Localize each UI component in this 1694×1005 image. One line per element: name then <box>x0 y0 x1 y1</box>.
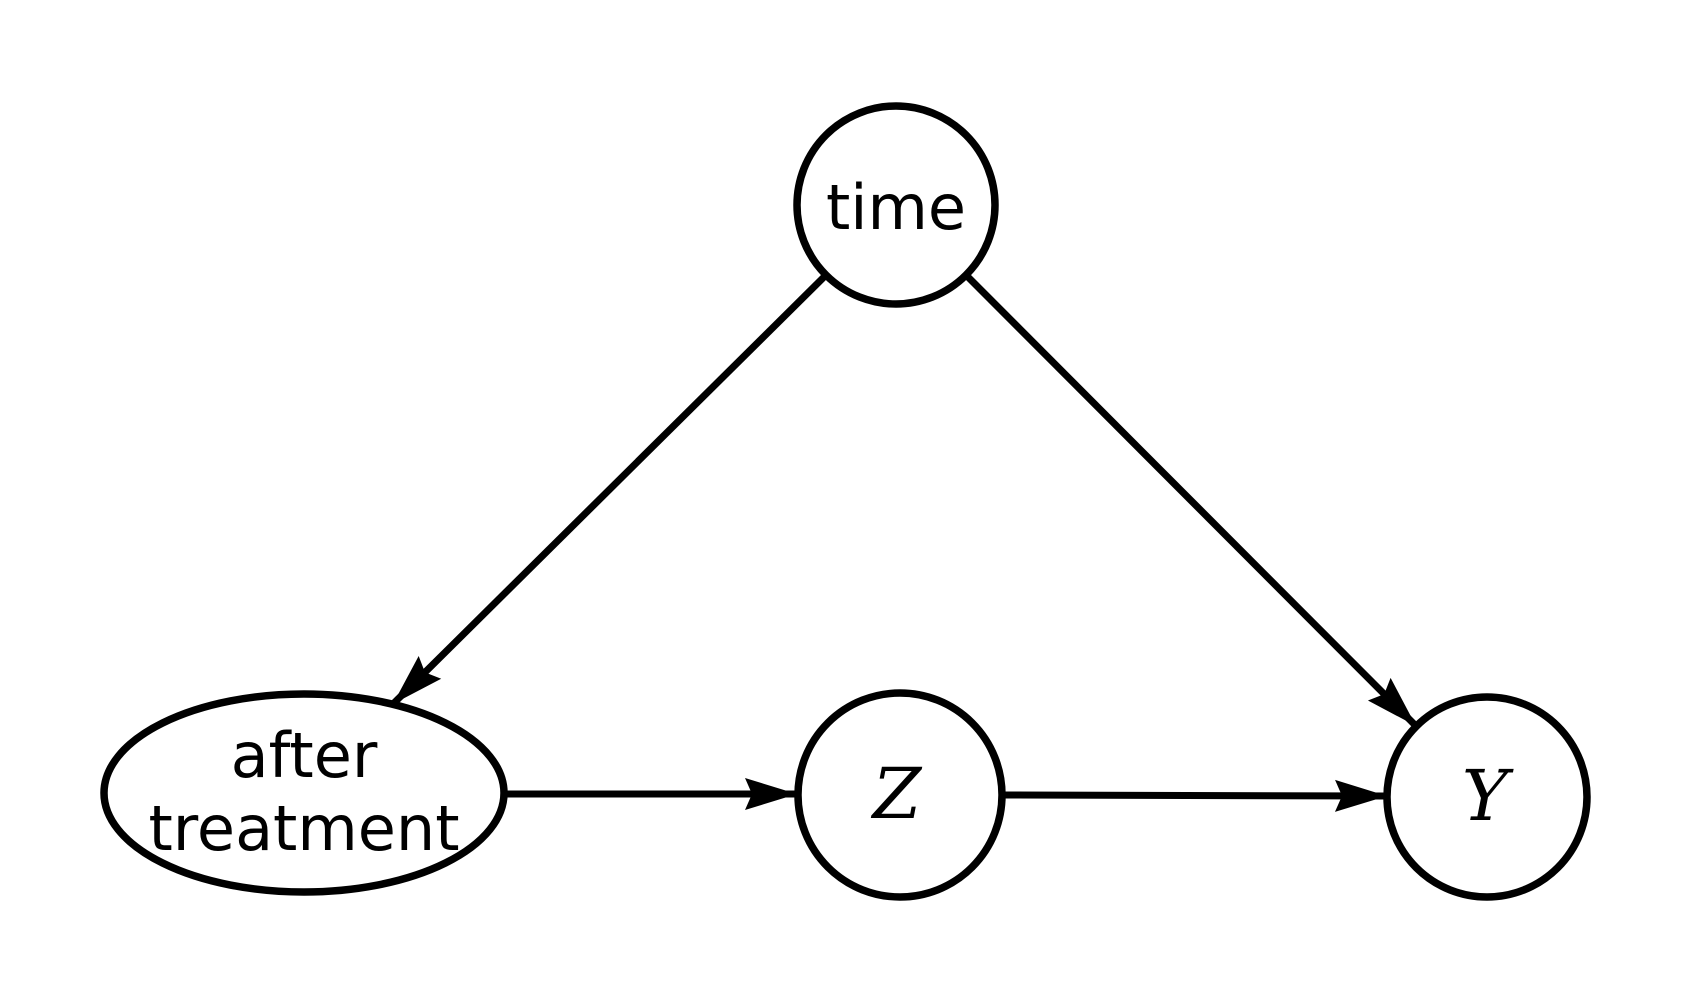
time-node-label: time <box>826 171 966 244</box>
edge-time-to-y <box>963 272 1419 729</box>
z-node-circle <box>794 689 1006 901</box>
y-node-circle <box>1383 693 1591 901</box>
node-z: Z <box>794 689 1006 901</box>
time-node-circle <box>793 102 999 308</box>
edges-layer <box>390 272 1419 812</box>
node-after-treatment: after treatment <box>100 690 508 896</box>
z-node-label: Z <box>871 753 923 835</box>
after-treatment-node-ellipse <box>100 690 508 896</box>
after-treatment-label-line2: treatment <box>148 792 459 865</box>
edge-z-to-y <box>1001 779 1388 812</box>
node-time: time <box>793 102 999 308</box>
y-node-label: Y <box>1462 755 1514 837</box>
after-treatment-label-line1: after <box>231 719 378 792</box>
node-y: Y <box>1383 693 1591 901</box>
edge-time-to-after-treatment <box>390 272 829 707</box>
